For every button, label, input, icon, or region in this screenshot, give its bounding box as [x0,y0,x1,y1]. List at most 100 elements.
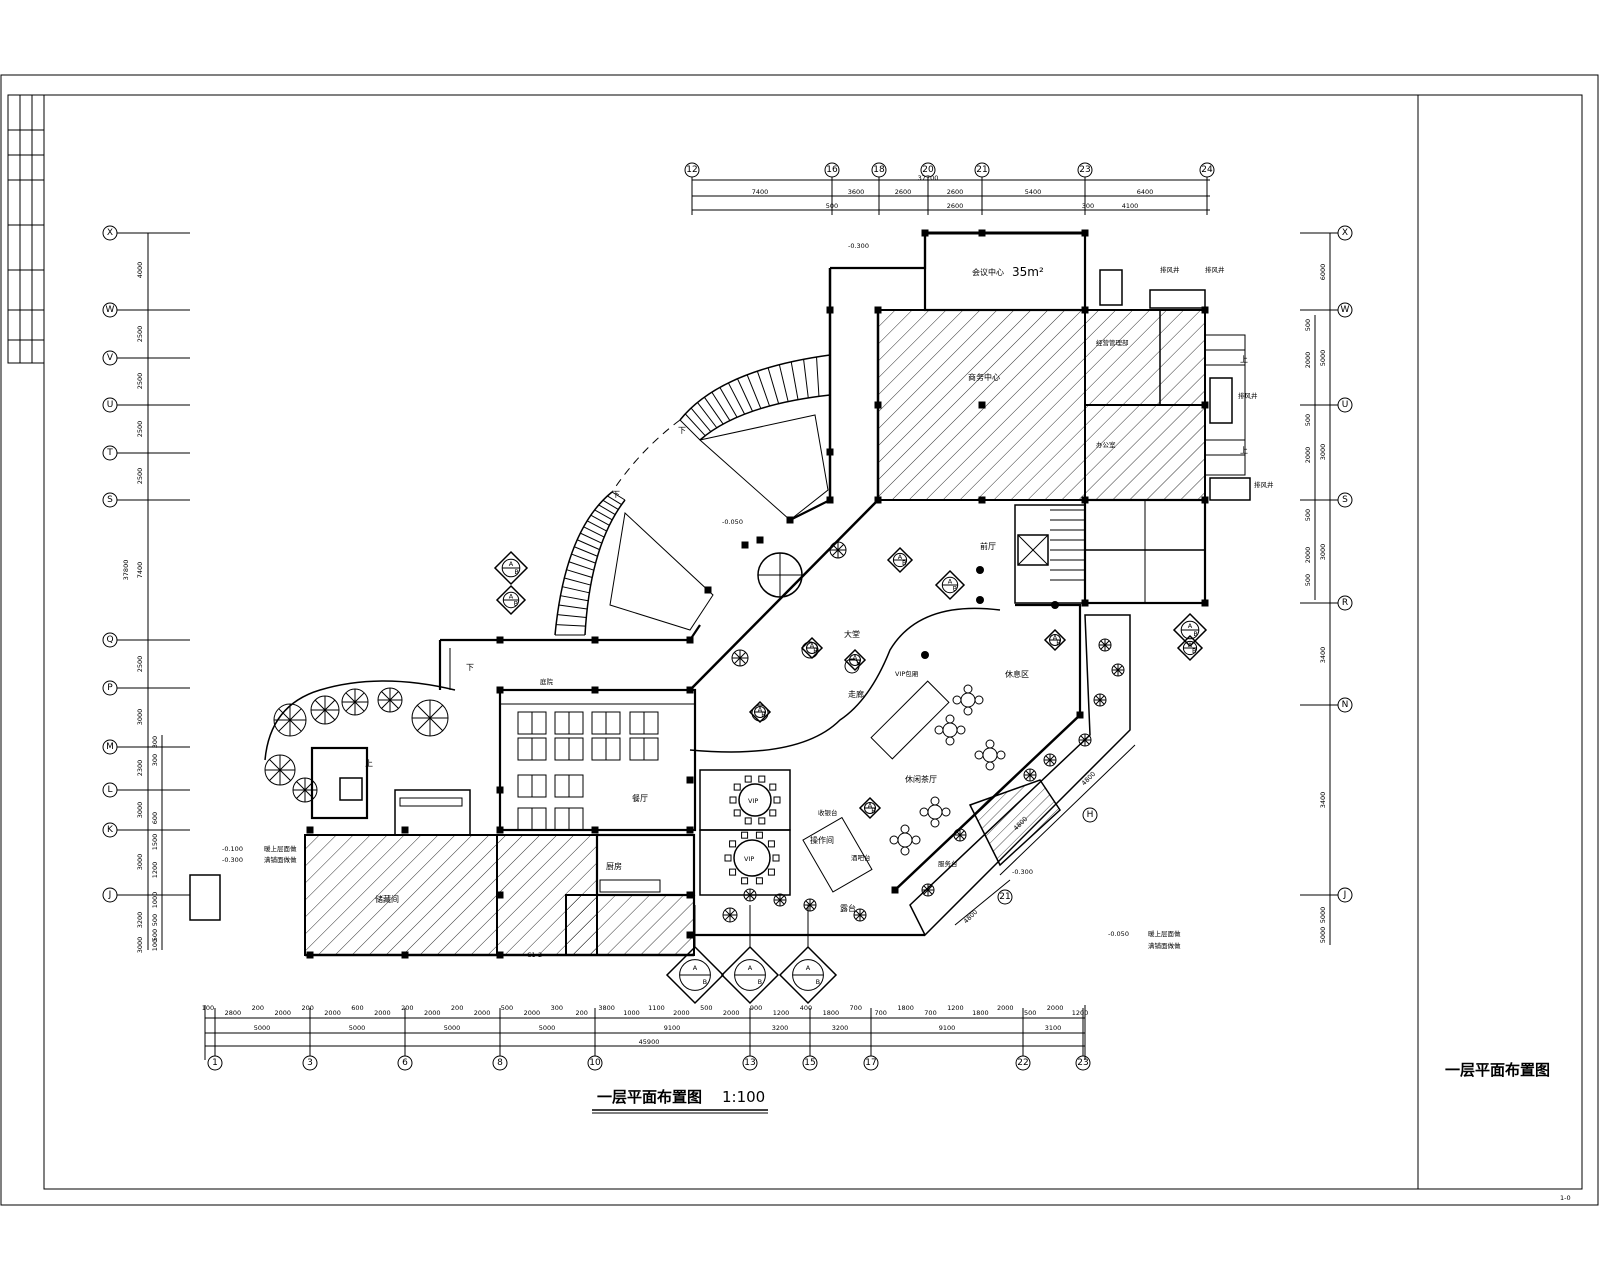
section-marker-small-2-label-b: B [761,711,765,719]
column [496,951,504,959]
plant-leaf [354,692,365,703]
stair-tread [574,546,598,557]
plant-leaf [955,834,961,840]
tea-chair [930,796,940,806]
stair-tread [611,491,626,501]
tea-table [960,692,976,708]
right-axis-X-label: X [1342,228,1348,238]
bottom-dim-2: 200 [252,1004,264,1012]
column [1081,496,1089,504]
bottom-dim-18: 1100 [648,1004,665,1012]
plant-leaf [304,781,314,791]
left-dim-5: 7400 [136,562,144,579]
column [756,536,764,544]
column [1076,711,1084,719]
stair-tread [711,391,731,421]
vip-chair [733,809,741,817]
vip-chair [741,877,749,885]
top-dim-1: 3600 [848,188,865,196]
stair-tread [557,614,587,618]
room-label-restaurant: 餐厅 [632,794,648,803]
right-axis-R-label: R [1342,598,1348,608]
right-axis-N-label: N [1342,700,1349,710]
left-axis-U-label: U [107,400,114,410]
plant-leaf [724,914,731,921]
plant-leaf [1049,759,1055,765]
plant-leaf [1095,699,1101,705]
bottom-dim2-0: 5000 [254,1024,271,1032]
plant-leaf [1029,774,1035,780]
top-axis-16-label: 16 [826,165,838,175]
plant-leaf [269,759,281,771]
column [891,886,899,894]
stair-tread [558,604,588,610]
vip-chair [741,831,749,839]
column [591,826,599,834]
east-deck [968,779,1061,867]
plant-leaf [1084,739,1090,745]
plant-leaf [775,895,781,901]
bottom-dim-17: 1000 [623,1009,640,1017]
left-axis-Q-label: Q [106,635,113,645]
tea-chair [963,684,973,694]
bottom-axis-15-label: 15 [804,1058,815,1068]
svg-text:满铺面做做: 满铺面做做 [264,855,297,864]
plant-leaf [859,910,865,916]
right-small-4: 500 [1304,509,1312,521]
plant-leaf [729,914,736,921]
room-label-rest: 休息区 [1005,669,1029,679]
tea-chair [985,761,995,771]
label-up-1: 上 [1240,355,1248,364]
drawing-scale: 1:100 [722,1088,765,1106]
stair-tread [566,569,593,578]
plant-leaf [859,914,865,920]
plant-leaf [278,708,291,721]
room-label-pre-hall: 前厅 [980,541,996,551]
column [306,826,314,834]
bottom-dim-13: 2000 [524,1009,541,1017]
vip-table-1 [738,783,772,817]
stair-tread [746,374,762,409]
bottom-dim-23: 1200 [773,1009,790,1017]
lobby-north-wall [689,499,879,691]
stair-tread [690,407,712,432]
bottom-dim-19: 2000 [673,1009,690,1017]
column [1081,306,1089,314]
plant-leaf [724,909,731,916]
round-column [976,566,984,574]
tea-chair [996,750,1006,760]
left-dim-2: 2500 [136,373,144,390]
bottom-dim2-2: 5000 [444,1024,461,1032]
column [401,826,409,834]
label-up-3: 上 [365,759,373,768]
tea-chair [945,736,955,746]
section-marker-small-0-label-b: B [813,647,817,655]
bottom-dimension-lines [204,1005,1086,1060]
right-small-1: 2000 [1304,352,1312,369]
dashed-arc [611,419,681,493]
bottom-dim-22: 900 [750,1004,762,1012]
bottom-axis-3-label: 3 [307,1058,313,1068]
tea-chair [900,824,910,834]
plant-leaf [831,549,839,557]
left-small-7: 500 [151,929,159,941]
ramp-area-1 [698,414,829,521]
vip-chair [767,840,775,848]
plant-leaf [324,699,336,711]
vip-chair [729,796,737,804]
bottom-dim-31: 1800 [972,1009,989,1017]
left-dim-8: 2300 [136,760,144,777]
sheet-title: 一层平面布置图 [1445,1061,1550,1079]
section-marker-3 [1172,612,1208,648]
section-marker-4 [1176,634,1204,662]
column [1201,599,1209,607]
plant-leaf [389,691,399,701]
plant-leaf [314,699,326,711]
column [496,636,504,644]
section-marker-4-label-a: A [1188,641,1193,649]
bottom-dim-35: 1200 [1072,1009,1089,1017]
plant-leaf [959,830,965,836]
diag-axis-21-label: 21 [999,892,1010,902]
section-marker-1-label-b: B [514,568,518,576]
